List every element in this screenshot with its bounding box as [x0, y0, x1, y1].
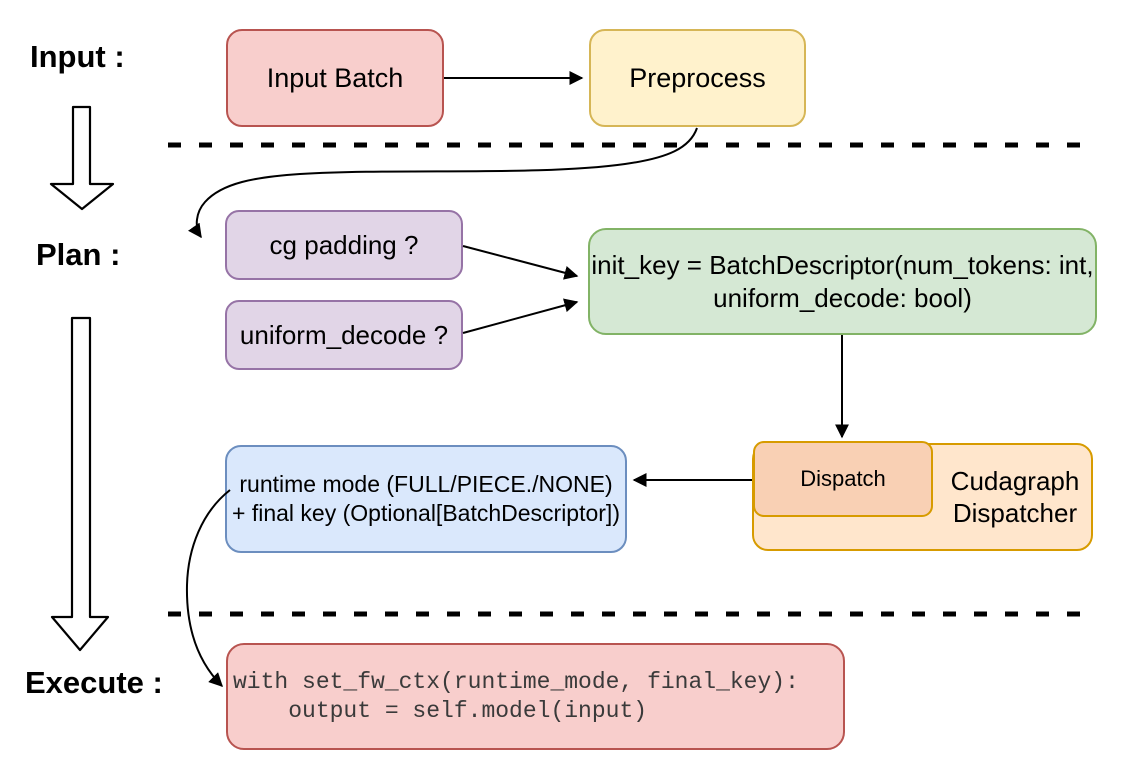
node-execute-code-line1: with set_fw_ctx(runtime_mode, final_key)… — [233, 668, 799, 695]
node-init-key-line2: uniform_decode: bool) — [713, 282, 972, 313]
node-init-key-line1: init_key = BatchDescriptor(num_tokens: i… — [591, 249, 1094, 280]
node-preprocess: Preprocess — [589, 29, 806, 127]
node-dispatch: Dispatch — [753, 441, 933, 517]
stage-arrow-plan-down-icon — [50, 316, 110, 652]
node-runtime-mode-line1: runtime mode (FULL/PIECE./NONE) — [239, 471, 613, 497]
node-cg-padding-label: cg padding ? — [269, 229, 419, 260]
node-execute-code-line2: output = self.model(input) — [233, 697, 648, 724]
node-input-batch: Input Batch — [226, 29, 444, 127]
node-runtime-mode-line2: + final key (Optional[BatchDescriptor]) — [232, 500, 620, 526]
node-runtime-mode: runtime mode (FULL/PIECE./NONE) + final … — [225, 445, 627, 553]
stage-label-execute: Execute : — [25, 665, 163, 700]
node-uniform-decode-label: uniform_decode ? — [239, 319, 449, 350]
arrow-cg-padding-to-init-key — [462, 245, 579, 280]
node-input-batch-label: Input Batch — [266, 62, 404, 93]
node-uniform-decode: uniform_decode ? — [225, 300, 463, 370]
node-execute-code: with set_fw_ctx(runtime_mode, final_key)… — [226, 643, 845, 750]
stage-arrow-input-down-icon — [49, 105, 115, 211]
arrow-runtime-mode-to-execute-code — [185, 489, 231, 687]
node-dispatch-label: Dispatch — [800, 466, 886, 491]
node-cudagraph-dispatcher-label: Cudagraph Dispatcher — [950, 466, 1080, 528]
node-preprocess-label: Preprocess — [629, 62, 766, 93]
arrow-uniform-decode-to-init-key — [462, 298, 579, 334]
node-init-key: init_key = BatchDescriptor(num_tokens: i… — [588, 228, 1097, 335]
stage-label-plan: Plan : — [36, 237, 121, 272]
node-cg-padding: cg padding ? — [225, 210, 463, 280]
stage-label-input: Input : — [30, 39, 125, 74]
